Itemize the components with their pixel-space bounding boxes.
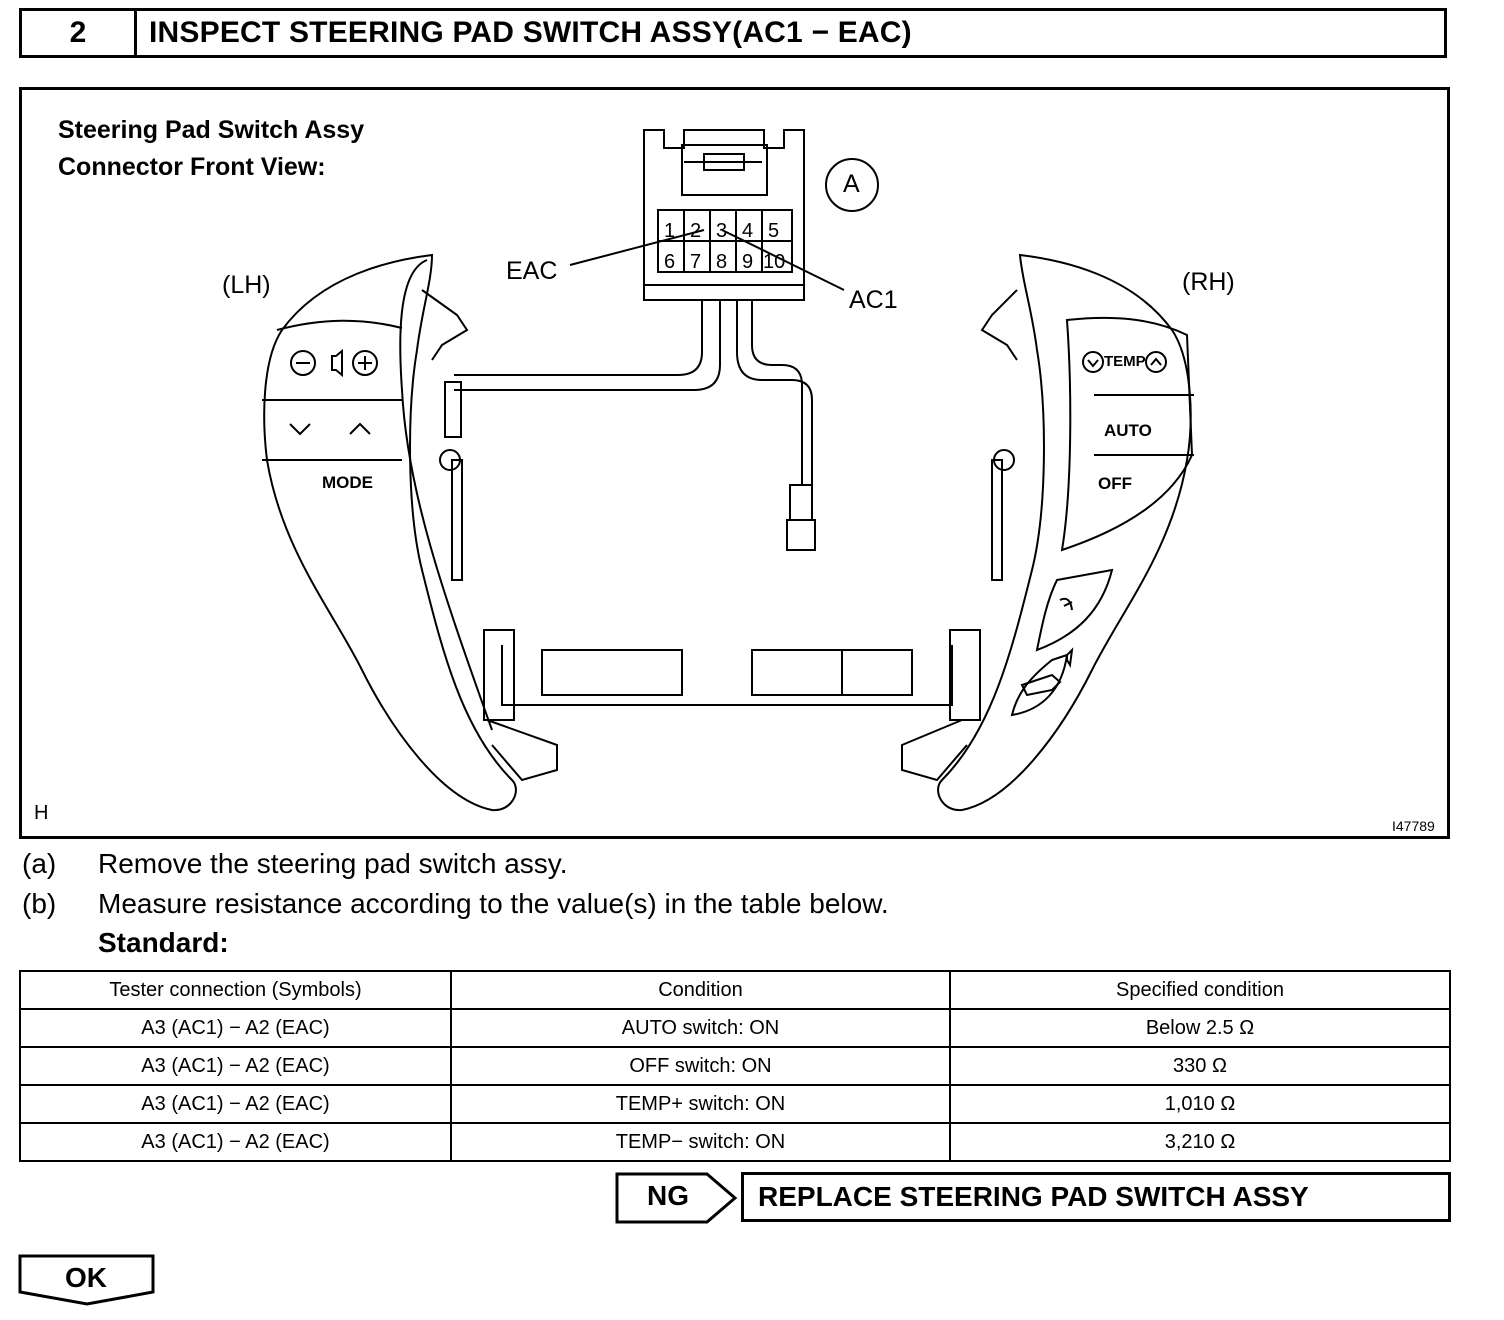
pin-3: 3 bbox=[716, 220, 728, 242]
ac1-leader bbox=[721, 229, 845, 291]
table-row: A3 (AC1) − A2 (EAC) TEMP+ switch: ON 1,0… bbox=[19, 1084, 1451, 1124]
pin-5: 5 bbox=[768, 220, 780, 242]
rh-auto-label: AUTO bbox=[1104, 421, 1152, 440]
figure-id: I47789 bbox=[1392, 818, 1435, 834]
lh-switch-drawing bbox=[262, 253, 558, 812]
corner-h-label: H bbox=[34, 802, 49, 824]
ok-label: OK bbox=[65, 1262, 107, 1293]
switch-illustration bbox=[262, 129, 1194, 812]
ng-action-box: REPLACE STEERING PAD SWITCH ASSY bbox=[741, 1172, 1451, 1222]
step-b: (b) Measure resistance according to the v… bbox=[22, 888, 889, 920]
step-a: (a) Remove the steering pad switch assy. bbox=[22, 848, 567, 880]
cell-connection: A3 (AC1) − A2 (EAC) bbox=[19, 1122, 452, 1162]
rh-temp-label: TEMP bbox=[1104, 353, 1146, 370]
lh-mode-label: MODE bbox=[322, 473, 373, 492]
ng-label: NG bbox=[647, 1180, 689, 1211]
pin-1: 1 bbox=[664, 220, 676, 242]
step-a-text: Remove the steering pad switch assy. bbox=[98, 848, 568, 879]
caption-line-1: Steering Pad Switch Assy bbox=[58, 116, 365, 144]
step-b-mark: (b) bbox=[22, 888, 57, 919]
cell-condition: TEMP− switch: ON bbox=[450, 1122, 951, 1162]
caption-line-2: Connector Front View: bbox=[58, 153, 326, 181]
cell-specified: Below 2.5 Ω bbox=[949, 1008, 1451, 1048]
step-number: 2 bbox=[22, 11, 137, 55]
ok-arrow-box bbox=[18, 1254, 155, 1306]
header-condition: Condition bbox=[450, 970, 951, 1010]
ng-arrow-box bbox=[615, 1172, 738, 1224]
wire-harness bbox=[444, 300, 981, 721]
table-header-row: Tester connection (Symbols) Condition Sp… bbox=[19, 970, 1451, 1010]
step-a-mark: (a) bbox=[22, 848, 57, 879]
rh-switch-drawing bbox=[901, 253, 1194, 812]
step-header: 2 INSPECT STEERING PAD SWITCH ASSY(AC1 −… bbox=[19, 8, 1447, 58]
cell-condition: AUTO switch: ON bbox=[450, 1008, 951, 1048]
ac1-label: AC1 bbox=[849, 286, 898, 314]
cell-specified: 3,210 Ω bbox=[949, 1122, 1451, 1162]
header-tester-connection: Tester connection (Symbols) bbox=[19, 970, 452, 1010]
cell-condition: TEMP+ switch: ON bbox=[450, 1084, 951, 1124]
cell-connection: A3 (AC1) − A2 (EAC) bbox=[19, 1046, 452, 1086]
cell-connection: A3 (AC1) − A2 (EAC) bbox=[19, 1008, 452, 1048]
pin-6: 6 bbox=[664, 251, 676, 273]
pin-2: 2 bbox=[690, 220, 702, 242]
cell-connection: A3 (AC1) − A2 (EAC) bbox=[19, 1084, 452, 1124]
standard-label: Standard: bbox=[98, 927, 229, 958]
connector-a-drawing bbox=[643, 129, 879, 301]
pin-8: 8 bbox=[716, 251, 728, 273]
step-b-text: Measure resistance according to the valu… bbox=[98, 888, 889, 919]
figure-caption: Steering Pad Switch Assy Connector Front… bbox=[58, 112, 364, 186]
cell-specified: 330 Ω bbox=[949, 1046, 1451, 1086]
rh-off-label: OFF bbox=[1098, 474, 1132, 493]
table-row: A3 (AC1) − A2 (EAC) OFF switch: ON 330 Ω bbox=[19, 1046, 1451, 1086]
table-row: A3 (AC1) − A2 (EAC) TEMP− switch: ON 3,2… bbox=[19, 1122, 1451, 1162]
pin-9: 9 bbox=[742, 251, 754, 273]
pin-7: 7 bbox=[690, 251, 702, 273]
ng-action-text: REPLACE STEERING PAD SWITCH ASSY bbox=[758, 1181, 1309, 1212]
cell-condition: OFF switch: ON bbox=[450, 1046, 951, 1086]
cell-specified: 1,010 Ω bbox=[949, 1084, 1451, 1124]
pin-4: 4 bbox=[742, 220, 754, 242]
header-specified-condition: Specified condition bbox=[949, 970, 1451, 1010]
connector-letter: A bbox=[843, 170, 860, 198]
step-title: INSPECT STEERING PAD SWITCH ASSY(AC1 − E… bbox=[149, 16, 912, 49]
pin-10: 10 bbox=[763, 251, 786, 273]
lh-label: (LH) bbox=[222, 271, 271, 299]
connector-figure: Steering Pad Switch Assy Connector Front… bbox=[19, 87, 1450, 839]
table-row: A3 (AC1) − A2 (EAC) AUTO switch: ON Belo… bbox=[19, 1008, 1451, 1048]
rh-label: (RH) bbox=[1182, 268, 1235, 296]
spec-table: Tester connection (Symbols) Condition Sp… bbox=[19, 970, 1451, 1162]
eac-leader bbox=[569, 229, 705, 266]
eac-label: EAC bbox=[506, 257, 558, 285]
